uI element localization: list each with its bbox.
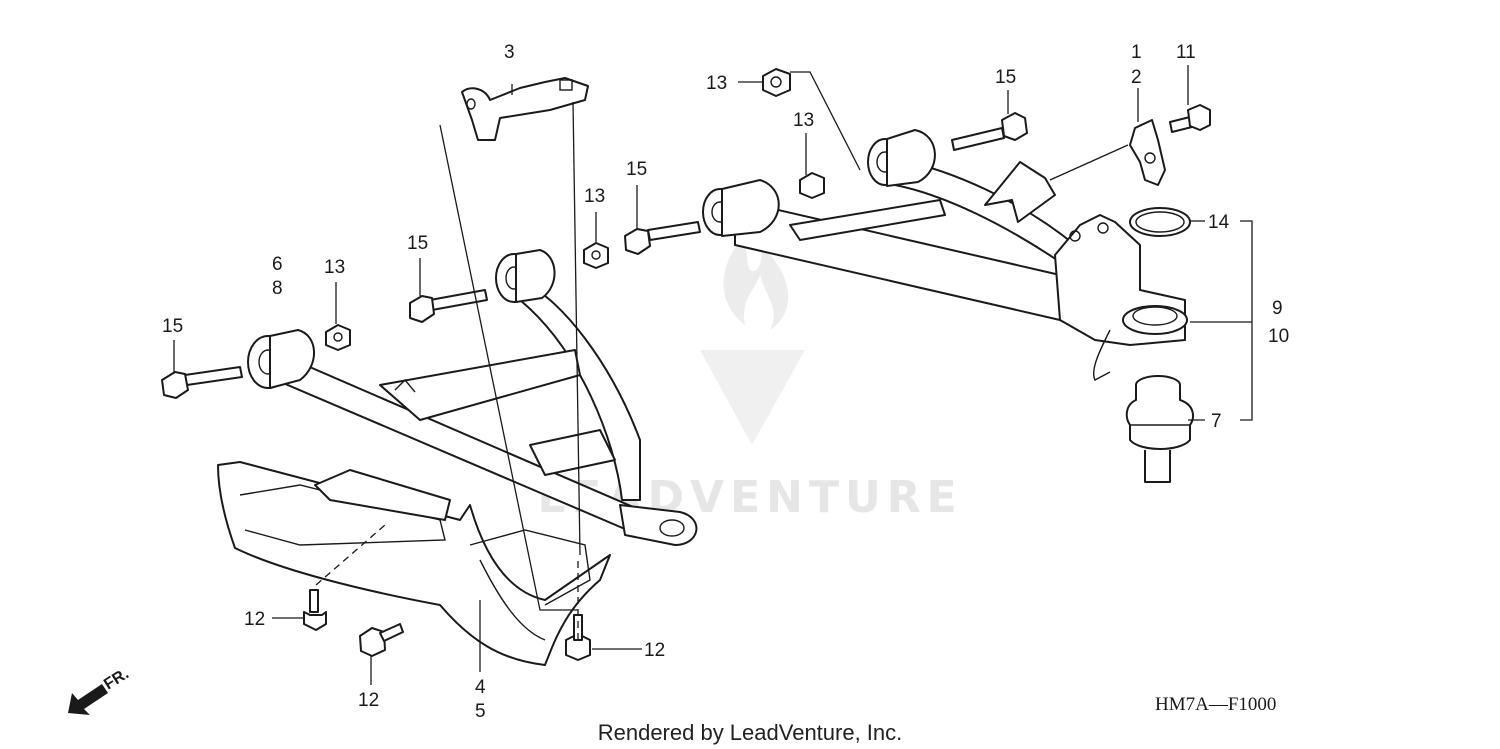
callout-1: 1 bbox=[1131, 42, 1142, 63]
callout-8: 8 bbox=[272, 278, 283, 299]
bolt-part-15-upper-right[interactable] bbox=[951, 112, 1028, 151]
front-direction-arrow-icon: FR. bbox=[68, 665, 132, 715]
clip-part-1-2[interactable] bbox=[1129, 119, 1166, 186]
callout-3: 3 bbox=[504, 42, 515, 63]
bolt-part-15-center[interactable] bbox=[409, 289, 488, 323]
callout-10: 10 bbox=[1268, 326, 1289, 347]
nut-part-13-middle[interactable] bbox=[799, 172, 825, 199]
skid-plate[interactable] bbox=[217, 461, 611, 666]
callout-12-right: 12 bbox=[644, 640, 665, 661]
callout-4: 4 bbox=[475, 677, 486, 698]
callout-7: 7 bbox=[1211, 411, 1222, 432]
bolt-part-12-bottom[interactable] bbox=[359, 623, 404, 657]
callout-13-upper: 13 bbox=[706, 73, 727, 94]
bracket-part-3[interactable] bbox=[461, 77, 589, 141]
callout-12-bottom: 12 bbox=[358, 690, 379, 711]
callout-5: 5 bbox=[475, 701, 486, 722]
nut-part-13-center[interactable] bbox=[583, 242, 609, 269]
callout-14: 14 bbox=[1208, 212, 1230, 233]
callout-12-left: 12 bbox=[244, 609, 265, 630]
callout-6: 6 bbox=[272, 254, 283, 275]
callout-9: 9 bbox=[1272, 298, 1283, 319]
callout-15-left: 15 bbox=[162, 316, 183, 337]
leader-lines bbox=[173, 65, 1253, 685]
nut-part-13-upper[interactable] bbox=[762, 68, 791, 97]
bolt-part-12-left[interactable] bbox=[303, 589, 327, 631]
callout-13-middle: 13 bbox=[793, 110, 814, 131]
callout-2: 2 bbox=[1131, 67, 1142, 88]
nut-part-13-left[interactable] bbox=[325, 324, 351, 351]
callout-13-left: 13 bbox=[324, 257, 345, 278]
callout-15-upper-mid: 15 bbox=[626, 159, 647, 180]
lower-arm-left[interactable] bbox=[247, 249, 698, 546]
bolt-part-12-right[interactable] bbox=[565, 614, 591, 661]
callout-11: 11 bbox=[1176, 42, 1196, 63]
ball-joint-part-7[interactable] bbox=[1125, 375, 1194, 483]
front-direction-label: FR. bbox=[101, 665, 132, 693]
upper-arm-right[interactable] bbox=[702, 129, 1188, 381]
bolt-part-11[interactable] bbox=[1169, 104, 1211, 133]
diagram-code: HM7A—F1000 bbox=[1155, 694, 1276, 715]
callout-15-upper-right: 15 bbox=[995, 67, 1016, 88]
bolt-part-15-left[interactable] bbox=[161, 366, 243, 399]
bolt-part-15-upper-mid[interactable] bbox=[624, 221, 701, 255]
callout-15-center: 15 bbox=[407, 233, 428, 254]
callout-labels: 3 13 13 13 13 15 15 15 15 1 2 11 14 6 8 … bbox=[162, 42, 1289, 722]
rendered-by-credit: Rendered by LeadVenture, Inc. bbox=[598, 720, 903, 745]
circlip-part-14[interactable] bbox=[1129, 207, 1191, 237]
callout-13-center: 13 bbox=[584, 186, 605, 207]
